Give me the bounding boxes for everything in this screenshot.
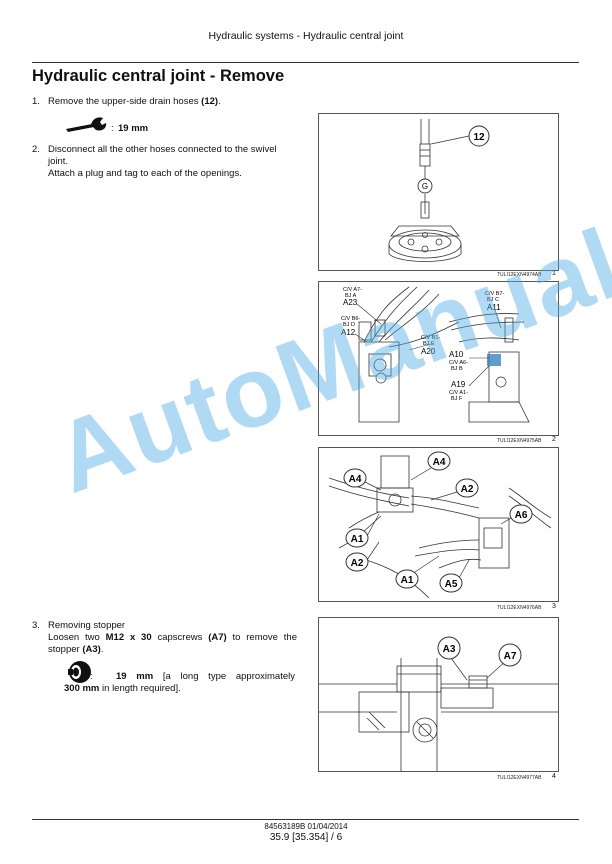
figure-4-number: 4: [552, 773, 556, 780]
label-a23: A23: [343, 298, 358, 307]
figure-2-number: 2: [552, 436, 556, 443]
tool-spec-1: : 19 mm: [64, 116, 264, 136]
step-text: Remove the upper-side drain hoses (12).: [48, 96, 221, 107]
step-text: Disconnect all the other hoses connected…: [48, 144, 277, 179]
svg-text:BJ F: BJ F: [451, 396, 463, 402]
tool-size: 19 mm: [116, 671, 154, 682]
svg-text:C/V A1-: C/V A1-: [449, 390, 468, 396]
figure-2-code: TULI12EXN4975AB: [497, 438, 542, 444]
step-3: 3. Removing stopper Loosen two M12 x 30 …: [32, 620, 297, 660]
svg-text:BJ A: BJ A: [345, 293, 357, 299]
page-number: 35.9 [35.354] / 6: [269, 832, 343, 843]
callout-a3: A3: [443, 644, 456, 655]
callout-a4-left: A4: [349, 474, 362, 485]
callout-a2-top: A2: [461, 484, 474, 495]
tool-size: 19 mm: [118, 123, 149, 134]
step-1: 1. Remove the upper-side drain hoses (12…: [32, 96, 302, 110]
svg-text:C/V B1-: C/V B1-: [421, 335, 440, 341]
callout-a4-top: A4: [433, 457, 446, 468]
svg-text:BJ E: BJ E: [423, 341, 435, 347]
figure-4-image: A3 A7: [318, 617, 559, 772]
svg-text:BJ C: BJ C: [487, 297, 499, 303]
tool-note: 19 mm [a long type approximately 300 mm …: [64, 671, 295, 694]
callout-a1-bottom: A1: [401, 575, 414, 586]
callout-a7: A7: [504, 651, 517, 662]
figure-2-image: C/V A7- BJ A A23 C/V B6- BJ D A12 C/V B1…: [318, 281, 559, 436]
callout-a1-left: A1: [351, 534, 364, 545]
callout-g: G: [422, 182, 428, 191]
svg-text:C/V B7-: C/V B7-: [485, 291, 504, 297]
figure-1-number: 1: [552, 270, 556, 277]
figure-1-image: 12 G: [318, 113, 559, 271]
label-a12: A12: [341, 328, 356, 337]
step-text: Removing stopper Loosen two M12 x 30 cap…: [48, 620, 297, 655]
tool-spec-3: : 19 mm [a long type approximately 300 m…: [64, 660, 296, 700]
callout-12: 12: [473, 132, 485, 143]
page-title: Hydraulic central joint - Remove: [32, 67, 285, 85]
svg-text:BJ B: BJ B: [451, 366, 463, 372]
callout-a6: A6: [515, 510, 528, 521]
figure-4-code: TULI12EXN4977AB: [497, 775, 542, 781]
step-2: 2. Disconnect all the other hoses connec…: [32, 144, 307, 184]
running-header: Hydraulic systems - Hydraulic central jo…: [208, 30, 404, 42]
callout-a2-left: A2: [351, 558, 364, 569]
ref-12: (12): [201, 96, 219, 107]
step-number: 1.: [32, 96, 40, 107]
document-id: 84563189B 01/04/2014: [264, 822, 348, 831]
callout-a5: A5: [445, 579, 458, 590]
wrench-icon: [64, 116, 110, 139]
figure-1-code: TULI12EXN4974AB: [497, 272, 542, 278]
header-rule: [32, 62, 579, 63]
svg-text:C/V A6-: C/V A6-: [449, 360, 468, 366]
svg-text:C/V B6-: C/V B6-: [341, 316, 360, 322]
svg-text:BJ D: BJ D: [343, 322, 355, 328]
step-number: 2.: [32, 144, 40, 155]
footer-rule: [32, 819, 579, 820]
label-a11: A11: [487, 303, 501, 312]
figure-3-number: 3: [552, 603, 556, 610]
socket-icon: [66, 660, 92, 689]
label-a19: A19: [451, 380, 466, 389]
svg-text:C/V A7-: C/V A7-: [343, 287, 362, 293]
figure-3-code: TULI12EXN4976AB: [497, 605, 542, 611]
step-number: 3.: [32, 620, 40, 631]
figure-3-image: A4 A4 A2 A6 A1 A2 A1 A5: [318, 447, 559, 602]
label-a10: A10: [449, 350, 464, 359]
label-a20: A20: [421, 347, 436, 356]
